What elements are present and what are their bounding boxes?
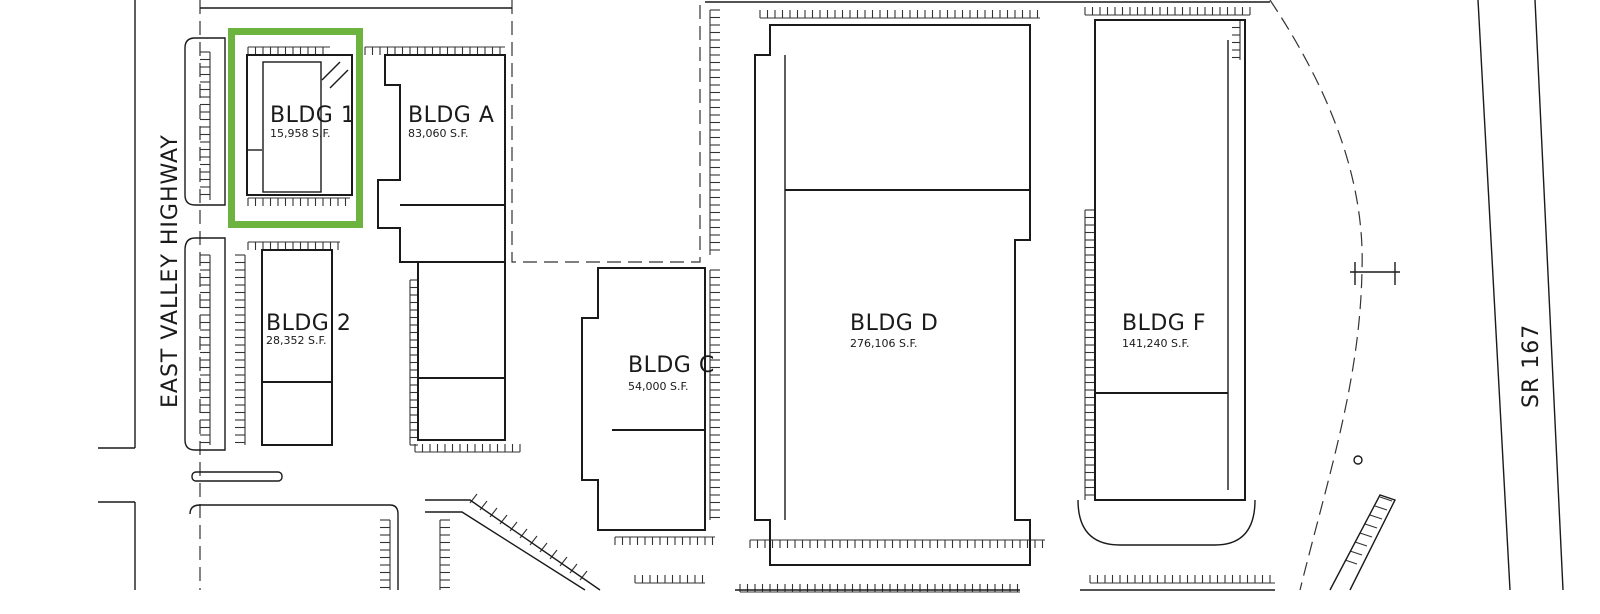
building-footprints [184,19,1396,591]
bldg-2-name: BLDG 2 [266,311,351,336]
road-label-sr-167: SR 167 [1519,324,1544,408]
bldg-a-area: 83,060 S.F. [408,127,469,140]
bldg-f[interactable]: BLDG F 141,240 S.F. [1122,311,1206,350]
road-lines [98,0,1564,591]
bldg-a-name: BLDG A [408,103,494,128]
highlight-frame [228,28,363,228]
bldg-2[interactable]: BLDG 2 28,352 S.F. [266,311,351,347]
bldg-2-area: 28,352 S.F. [266,334,327,347]
bldg-f-name: BLDG F [1122,311,1206,336]
bldg-c-area: 54,000 S.F. [628,380,689,393]
road-label-east-valley-highway: EAST VALLEY HIGHWAY [158,134,183,408]
bldg-1-area: 15,958 S.F. [270,127,331,140]
bldg-d[interactable]: BLDG D 276,106 S.F. [850,311,938,350]
bldg-c[interactable]: BLDG C 54,000 S.F. [628,353,715,393]
parking-stalls [200,7,1393,593]
bldg-1[interactable]: BLDG 1 15,958 S.F. [270,103,355,140]
bldg-c-name: BLDG C [628,353,715,378]
bldg-1-name: BLDG 1 [270,103,355,128]
bldg-d-name: BLDG D [850,311,938,336]
bldg-f-area: 141,240 S.F. [1122,337,1190,350]
bldg-d-area: 276,106 S.F. [850,337,918,350]
bldg-a[interactable]: BLDG A 83,060 S.F. [408,103,494,140]
